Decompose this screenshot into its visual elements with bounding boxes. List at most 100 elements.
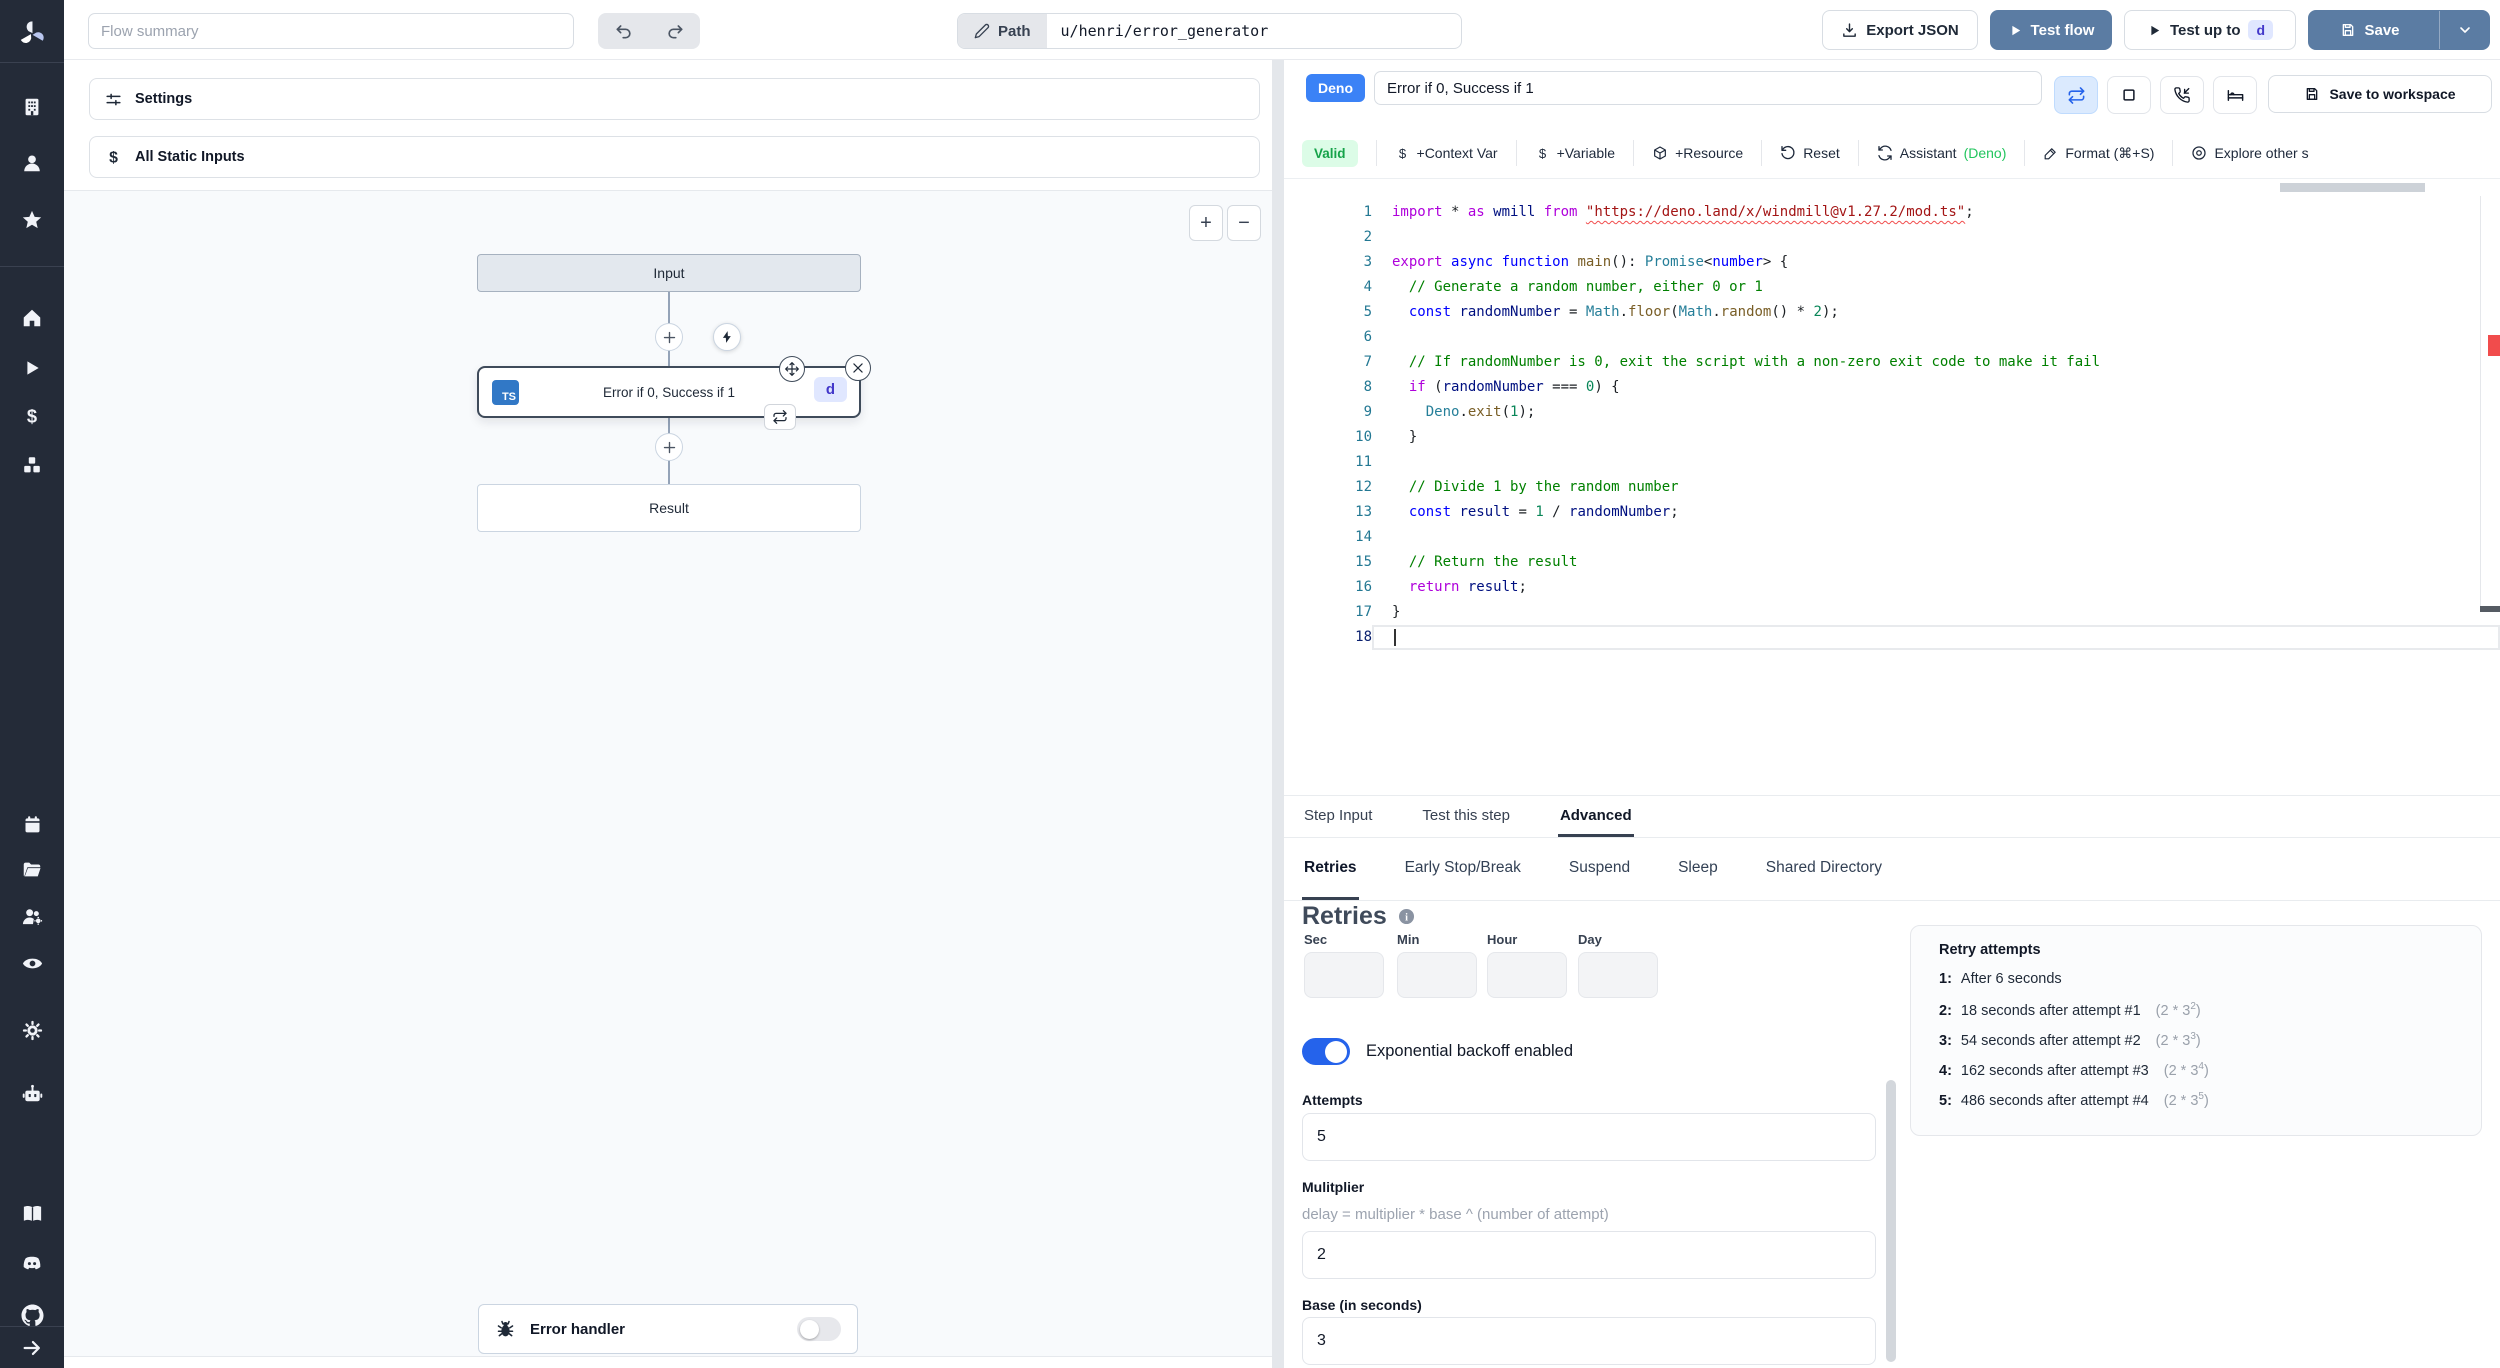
discord-icon[interactable] (0, 1247, 64, 1281)
code-line[interactable]: 5 const randomNumber = Math.floor(Math.r… (1284, 300, 2500, 325)
user-icon[interactable] (0, 146, 64, 180)
tab-test-this-step[interactable]: Test this step (1422, 806, 1510, 824)
result-node[interactable]: Result (477, 484, 861, 532)
step-node[interactable]: TS Error if 0, Success if 1 d (477, 366, 861, 418)
undo-button[interactable] (602, 16, 646, 46)
save-button[interactable]: Save (2308, 10, 2490, 50)
input-node[interactable]: Input (477, 254, 861, 292)
save-icon (2307, 88, 2318, 100)
code-line[interactable]: 11 (1284, 450, 2500, 475)
retry-min-input[interactable] (1397, 952, 1477, 998)
code-line[interactable]: 16 return result; (1284, 575, 2500, 600)
star-icon[interactable] (0, 203, 64, 237)
code-line[interactable]: 7 // If randomNumber is 0, exit the scri… (1284, 350, 2500, 375)
assistant-button[interactable]: Assistant (Deno) (1859, 145, 2025, 161)
add-variable-button[interactable]: $ +Variable (1517, 145, 1634, 161)
toolbar-scrollbar[interactable] (2280, 183, 2425, 192)
retries-indicator-button[interactable] (764, 404, 796, 430)
format-button[interactable]: Format (⌘+S) (2025, 145, 2172, 162)
script-kind-approval-button[interactable] (2213, 76, 2257, 114)
subtab-sleep[interactable]: Sleep (1678, 859, 1718, 876)
flow-canvas[interactable]: + − Input TS Error if 0, Success if 1 d (64, 190, 1272, 1357)
base-input[interactable] (1302, 1317, 1876, 1365)
groups-users-cog-icon[interactable] (0, 899, 64, 933)
code-line[interactable]: 4 // Generate a random number, either 0 … (1284, 275, 2500, 300)
retry-day-input[interactable] (1578, 952, 1658, 998)
code-line[interactable]: 13 const result = 1 / randomNumber; (1284, 500, 2500, 525)
error-handler-toggle[interactable] (797, 1317, 841, 1341)
folder-icon[interactable] (0, 853, 64, 887)
script-kind-trigger-button[interactable] (2160, 76, 2204, 114)
path-value: u/henri/error_generator (1060, 22, 1269, 40)
gear-icon[interactable] (0, 1013, 64, 1047)
step-title-input[interactable] (1374, 71, 2042, 105)
retry-sec-input[interactable] (1304, 952, 1384, 998)
flow-settings-button[interactable]: Settings (89, 78, 1260, 120)
explore-scripts-button[interactable]: Explore other s (2173, 145, 2326, 161)
zoom-out-button[interactable]: − (1227, 205, 1261, 241)
script-kind-action-button[interactable] (2054, 76, 2098, 114)
exponential-backoff-toggle[interactable] (1302, 1038, 1350, 1065)
subtab-shared-directory[interactable]: Shared Directory (1765, 859, 1883, 876)
error-handler-node[interactable]: Error handler (478, 1304, 858, 1354)
code-line[interactable]: 18 (1284, 625, 2500, 650)
multiplier-input[interactable] (1302, 1231, 1876, 1279)
home-icon[interactable] (0, 301, 64, 335)
collapse-arrow-right-icon[interactable] (0, 1331, 64, 1365)
save-main[interactable]: Save (2309, 11, 2431, 49)
windmill-logo-icon[interactable] (0, 17, 64, 51)
subtab-retries[interactable]: Retries (1302, 839, 1359, 900)
move-step-button[interactable] (779, 356, 805, 382)
variables-dollar-icon[interactable]: $ (0, 400, 64, 434)
add-trigger-button[interactable] (713, 323, 741, 351)
retry-hour-input[interactable] (1487, 952, 1567, 998)
github-icon[interactable] (0, 1298, 64, 1332)
test-up-to-button[interactable]: Test up to d (2124, 10, 2296, 50)
all-static-inputs-button[interactable]: $ All Static Inputs (89, 136, 1260, 178)
path-field[interactable]: Path u/henri/error_generator (957, 13, 1462, 49)
robot-icon[interactable] (0, 1077, 64, 1111)
code-line[interactable]: 9 Deno.exit(1); (1284, 400, 2500, 425)
tab-step-input[interactable]: Step Input (1304, 806, 1373, 824)
delete-step-button[interactable] (845, 355, 871, 381)
reset-button[interactable]: Reset (1762, 145, 1858, 161)
add-resource-button[interactable]: +Resource (1634, 145, 1761, 161)
schedules-calendar-icon[interactable] (0, 807, 64, 841)
save-to-workspace-button[interactable]: Save to workspace (2268, 75, 2492, 113)
panel-splitter[interactable] (1272, 60, 1284, 1368)
runs-play-icon[interactable] (0, 351, 64, 385)
code-line[interactable]: 14 (1284, 525, 2500, 550)
editor-scrollbar-thumb[interactable] (2480, 606, 2500, 612)
save-dropdown-button[interactable] (2439, 11, 2489, 49)
add-context-var-button[interactable]: $ +Context Var (1377, 145, 1516, 161)
test-flow-button[interactable]: Test flow (1990, 10, 2112, 50)
redo-button[interactable] (653, 16, 697, 46)
script-kind-module-button[interactable] (2107, 76, 2151, 114)
multiplier-help: delay = multiplier * base ^ (number of a… (1302, 1206, 1609, 1223)
zoom-in-button[interactable]: + (1189, 205, 1223, 241)
docs-book-icon[interactable] (0, 1196, 64, 1230)
tab-advanced[interactable]: Advanced (1557, 796, 1634, 837)
add-step-button[interactable] (655, 433, 683, 461)
add-step-button[interactable] (655, 323, 683, 351)
code-line[interactable]: 15 // Return the result (1284, 550, 2500, 575)
subtab-early-stop-break[interactable]: Early Stop/Break (1404, 859, 1521, 876)
code-line[interactable]: 12 // Divide 1 by the random number (1284, 475, 2500, 500)
code-line[interactable]: 8 if (randomNumber === 0) { (1284, 375, 2500, 400)
code-line[interactable]: 2 (1284, 225, 2500, 250)
code-line[interactable]: 10 } (1284, 425, 2500, 450)
subtab-suspend[interactable]: Suspend (1568, 859, 1631, 876)
building-icon[interactable] (0, 90, 64, 124)
resources-boxes-icon[interactable] (0, 448, 64, 482)
export-json-button[interactable]: Export JSON (1822, 10, 1978, 50)
code-line[interactable]: 17} (1284, 600, 2500, 625)
info-icon[interactable]: i (1397, 907, 1416, 926)
flow-summary-input[interactable] (88, 13, 574, 49)
eye-icon[interactable] (0, 946, 64, 980)
code-line[interactable]: 6 (1284, 325, 2500, 350)
content-scrollbar[interactable] (1886, 1080, 1896, 1362)
attempts-input[interactable] (1302, 1113, 1876, 1161)
